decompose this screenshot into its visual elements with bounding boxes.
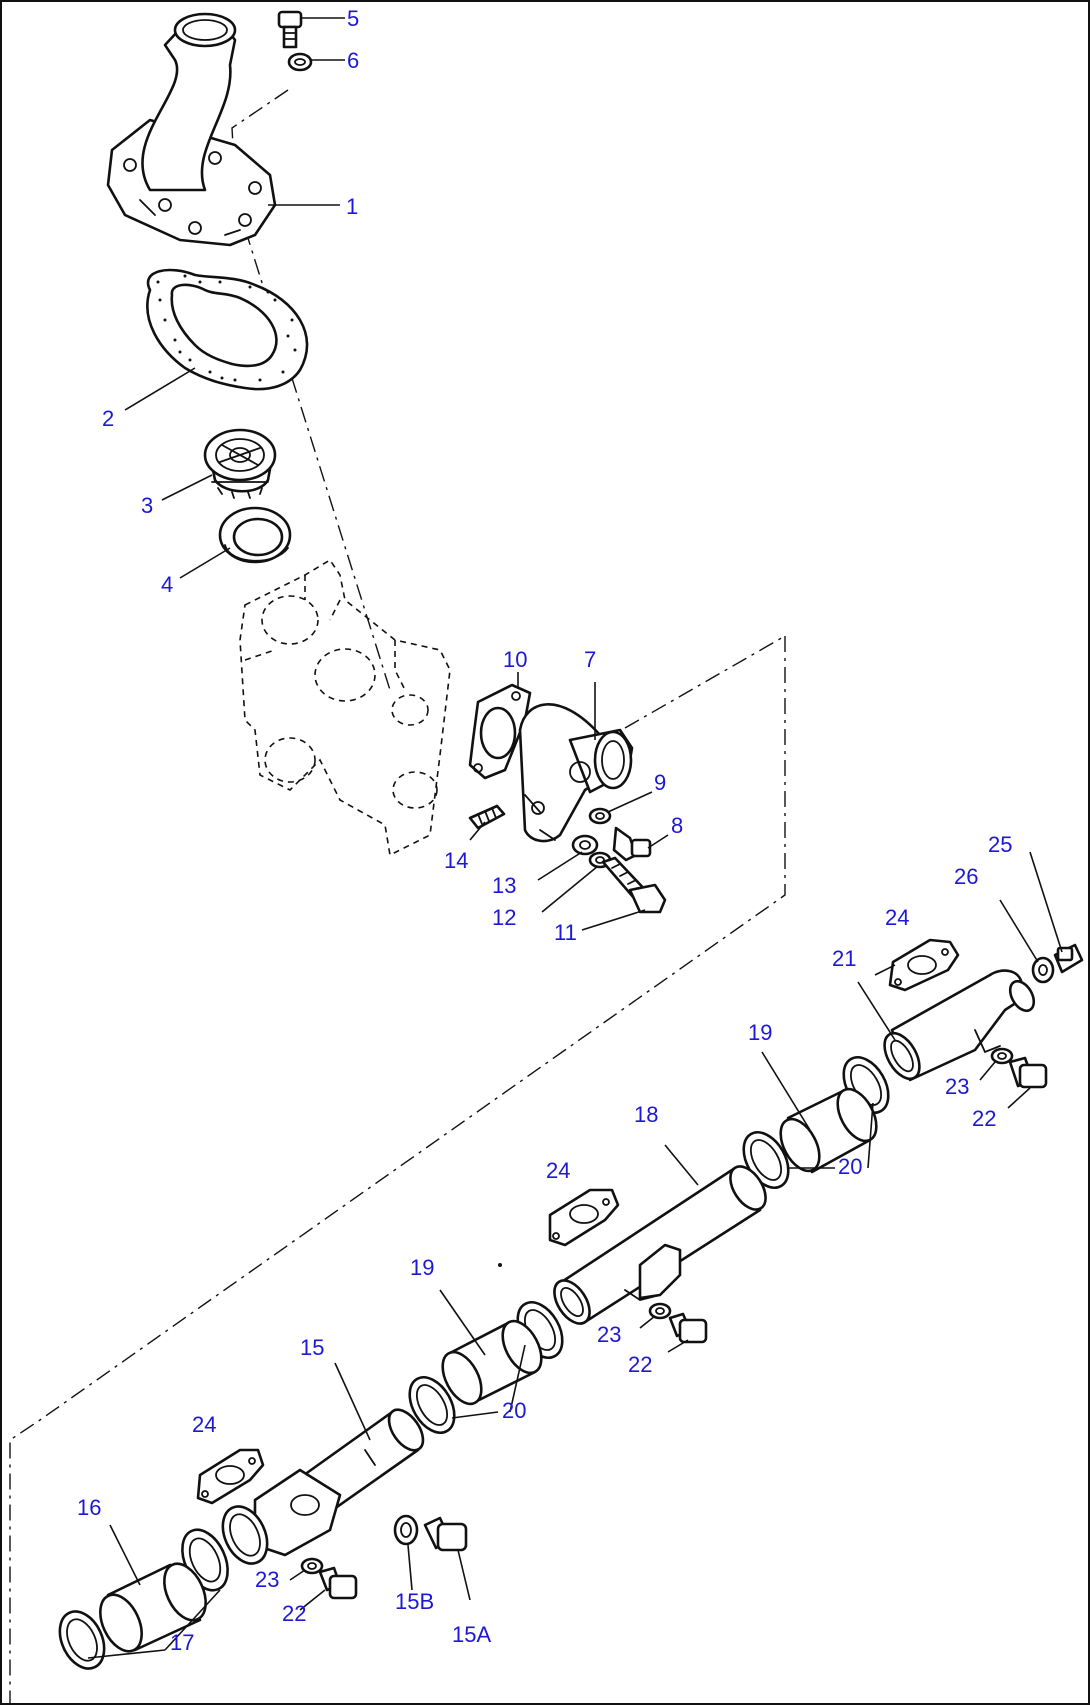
hose-19-left — [441, 1319, 543, 1406]
callout-4: 4 — [161, 572, 173, 597]
stud-14 — [468, 804, 506, 830]
callout-18: 18 — [634, 1102, 658, 1127]
bolt-22-right — [1008, 1056, 1048, 1089]
callout-17: 17 — [170, 1630, 194, 1655]
washer-23-middle — [648, 1302, 672, 1320]
callout-23-middle: 23 — [597, 1322, 621, 1347]
engine-block-phantom — [239, 558, 451, 857]
callout-20-right: 20 — [838, 1154, 862, 1179]
plug-25 — [1053, 943, 1084, 974]
callout-5: 5 — [347, 6, 359, 31]
washer-23-lower — [300, 1557, 324, 1575]
callout-16: 16 — [77, 1495, 101, 1520]
bolt-22-lower — [318, 1566, 358, 1600]
callout-labels: 5 6 1 2 3 4 10 7 9 8 14 13 12 11 24 21 2… — [77, 6, 1012, 1655]
callout-23-lower: 23 — [255, 1567, 279, 1592]
thermostat-cover — [106, 12, 277, 247]
callout-6: 6 — [347, 48, 359, 73]
callout-22-middle: 22 — [628, 1352, 652, 1377]
water-outlet-7 — [518, 703, 634, 843]
callout-15a: 15A — [452, 1622, 491, 1647]
callout-24-lower: 24 — [192, 1412, 216, 1437]
pipe-21 — [883, 969, 1036, 1082]
callout-13: 13 — [492, 873, 516, 898]
plug-15a — [423, 1516, 468, 1552]
callout-24-middle: 24 — [546, 1158, 570, 1183]
plug-8 — [612, 826, 652, 862]
callout-14: 14 — [444, 848, 468, 873]
pipe-15 — [253, 1408, 425, 1557]
hose-16 — [99, 1562, 207, 1653]
callout-15: 15 — [300, 1335, 324, 1360]
gasket-24-top — [888, 938, 960, 992]
washer-26 — [1031, 956, 1055, 984]
leader-lines — [87, 17, 1063, 1659]
callout-15b: 15B — [395, 1589, 434, 1614]
washer-23-right — [990, 1047, 1014, 1065]
bolt-22-middle — [668, 1312, 708, 1344]
gasket-24-lower — [196, 1448, 265, 1505]
callout-10: 10 — [503, 647, 527, 672]
callout-8: 8 — [671, 813, 683, 838]
callout-23-right: 23 — [945, 1074, 969, 1099]
bolt-5 — [277, 10, 303, 49]
callout-7: 7 — [584, 647, 596, 672]
gasket-2 — [146, 268, 309, 391]
bolt-11 — [601, 856, 667, 914]
callout-24-top: 24 — [885, 905, 909, 930]
callout-25: 25 — [988, 832, 1012, 857]
callout-22-right: 22 — [972, 1106, 996, 1131]
callout-3: 3 — [141, 493, 153, 518]
clamp-17-lower — [58, 1610, 106, 1670]
callout-26: 26 — [954, 864, 978, 889]
callout-9: 9 — [654, 770, 666, 795]
callout-2: 2 — [102, 406, 114, 431]
gasket-24-middle — [548, 1188, 620, 1247]
clamp-20-lower-left — [408, 1376, 456, 1434]
callout-19-left: 19 — [410, 1255, 434, 1280]
thermostat-3 — [203, 428, 277, 499]
speck — [498, 1263, 502, 1267]
washer-6 — [287, 52, 313, 72]
clamp-17-upper — [221, 1505, 269, 1565]
washer-15b — [393, 1514, 419, 1546]
washer-9 — [588, 807, 612, 825]
callout-21: 21 — [832, 946, 856, 971]
seal-ring-4 — [218, 506, 292, 564]
callout-11: 11 — [554, 920, 577, 945]
callout-19-right: 19 — [748, 1020, 772, 1045]
pipe-18 — [553, 1165, 767, 1325]
washer-13 — [571, 834, 599, 856]
callout-12: 12 — [492, 905, 516, 930]
callout-22-lower: 22 — [282, 1601, 306, 1626]
callout-1: 1 — [346, 194, 358, 219]
callout-20-left: 20 — [502, 1398, 526, 1423]
